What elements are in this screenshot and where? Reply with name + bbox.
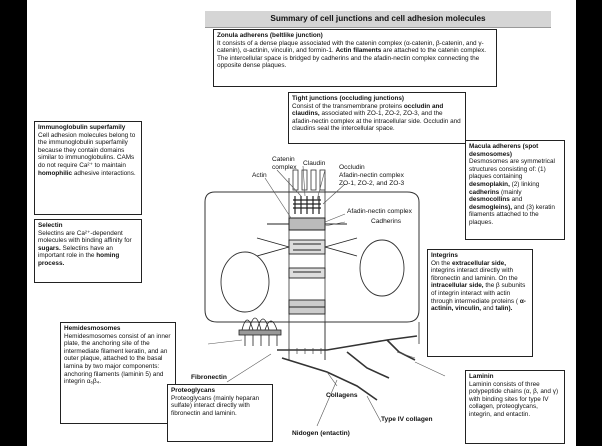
macula-text: Desmosomes are symmetrical structures co…: [469, 158, 555, 181]
macula-heading: Macula adherens (spot desmosomes): [469, 143, 539, 158]
macula-adherens-box: Macula adherens (spot desmosomes) Desmos…: [465, 140, 565, 240]
immuno-text-bold: homophilic: [38, 169, 73, 177]
selectin-text-mid: Selectins have an important role in the: [38, 244, 113, 260]
label-type-iv-collagen: Type IV collagen: [381, 416, 433, 423]
selectin-box: Selectin Selectins are Ca²⁺-dependent mo…: [34, 219, 142, 283]
macula-text-4: and: [511, 196, 523, 204]
laminin-heading: Laminin: [469, 373, 494, 380]
laminin-text: Laminin consists of three polypeptide ch…: [469, 380, 559, 418]
selectin-text-bold2: homing process.: [38, 252, 120, 267]
label-claudin: Claudin: [303, 160, 326, 167]
integrins-bold-1: extracellular side,: [451, 259, 506, 267]
integrins-text-4: and: [482, 305, 494, 313]
label-fibronectin: Fibronectin: [191, 374, 227, 381]
leader-lines: [207, 165, 446, 427]
cell-membrane-outline: [204, 191, 420, 323]
desmosome-lower: [288, 267, 326, 279]
tight-text-bold: occludin and claudins,: [292, 102, 444, 118]
label-catenin: Catenin: [272, 156, 295, 163]
label-cadherins: Cadherins: [371, 218, 402, 225]
immuno-heading: Immunoglobulin superfamily: [38, 124, 126, 131]
macula-bold-2: cadherins: [469, 188, 500, 196]
label-catenin-complex: complex: [272, 164, 297, 171]
macula-bold-1: desmoplakin,: [469, 180, 510, 188]
selectin-text: Selectins are Ca²⁺-dependent molecules w…: [38, 229, 132, 245]
integrins-box: Integrins On the extracellular side, int…: [427, 249, 533, 357]
zonula-adherens-box: Zonula adherens (beltlike junction) It c…: [213, 29, 497, 87]
label-nidogen: Nidogen (entactin): [292, 430, 350, 437]
zonula-text: It consists of a dense plaque associated…: [217, 39, 484, 55]
proteo-heading: Proteoglycans: [171, 387, 216, 394]
proteoglycans-box: Proteoglycans Proteoglycans (mainly hepa…: [167, 384, 273, 442]
page-title: Summary of cell junctions and cell adhes…: [270, 14, 486, 23]
macula-bold-4: desmogleins),: [469, 203, 512, 211]
tight-junction-box: Tight junctions (occluding junctions) Co…: [288, 92, 466, 144]
desmosome-plaque: [256, 237, 358, 257]
label-occludin: Occludin: [339, 164, 365, 171]
page: Summary of cell junctions and cell adhes…: [27, 0, 576, 446]
zonula-text-bold: Actin filaments: [335, 47, 382, 55]
laminin-box: Laminin Laminin consists of three polype…: [465, 370, 565, 444]
immuno-text: Cell adhesion molecules belong to the im…: [38, 131, 136, 169]
selectin-heading: Selectin: [38, 222, 63, 229]
nucleus-right: [359, 239, 405, 297]
nucleus-left: [220, 251, 270, 313]
cell-junction-diagram: [204, 165, 446, 427]
junction-lower: [288, 299, 326, 315]
membrane-lower-right: [324, 322, 420, 360]
tight-heading: Tight junctions (occluding junctions): [292, 95, 405, 102]
integrins-bold-3: α-actinin, vinculin,: [431, 297, 526, 313]
macula-bold-3: desmocollins: [469, 196, 510, 204]
integrins-heading: Integrins: [431, 252, 458, 259]
macula-text-3: (mainly: [500, 188, 522, 196]
proteo-text: Proteoglycans (mainly heparan sulfate) i…: [171, 394, 260, 417]
integrins-bold-2: intracellular side,: [431, 282, 484, 290]
integrins-bold-4: talin).: [495, 305, 513, 313]
tight-text: Consist of the transmembrane proteins: [292, 102, 403, 110]
label-afadin-2: Afadin-nectin complex: [347, 208, 412, 215]
integrins-text-2: integrins interact directly with fibrone…: [431, 267, 518, 282]
zonula-text-end: are attached to the catenin complex. The…: [217, 47, 487, 70]
selectin-text-bold: sugars.: [38, 244, 61, 252]
label-afadin-1: Afadin-nectin complex: [339, 172, 404, 179]
label-zo: ZO-1, ZO-2, and ZO-3: [339, 180, 405, 187]
title-bar: Summary of cell junctions and cell adhes…: [205, 11, 551, 28]
integrins-text: On the: [431, 259, 451, 267]
label-actin: Actin: [252, 172, 267, 179]
immunoglobulin-box: Immunoglobulin superfamily Cell adhesion…: [34, 121, 142, 215]
macula-text-5: and (3) keratin filaments attached to th…: [469, 203, 555, 226]
hemides-heading: Hemidesmosomes: [64, 325, 121, 332]
integrins-text-3: the β subunits of integrin interact with…: [431, 282, 526, 305]
tight-text-end: associated with ZO-1, ZO-2, ZO-3, and th…: [292, 110, 461, 133]
macula-text-2: (2) linking: [511, 180, 540, 188]
immuno-text-end: adhesive interactions.: [73, 169, 136, 177]
label-collagens: Collagens: [326, 392, 358, 399]
zonula-heading: Zonula adherens (beltlike junction): [217, 32, 323, 39]
hemidesmosome-filaments: [238, 317, 282, 346]
tight-junction-strands: [293, 196, 321, 214]
basal-lamina-network: [277, 335, 418, 401]
hemidesmosomes-box: Hemidesmosomes Hemidesmosomes consist of…: [60, 322, 176, 424]
collagen-ladder: [288, 348, 322, 354]
hemides-text: Hemidesmosomes consist of an inner plate…: [64, 332, 171, 386]
